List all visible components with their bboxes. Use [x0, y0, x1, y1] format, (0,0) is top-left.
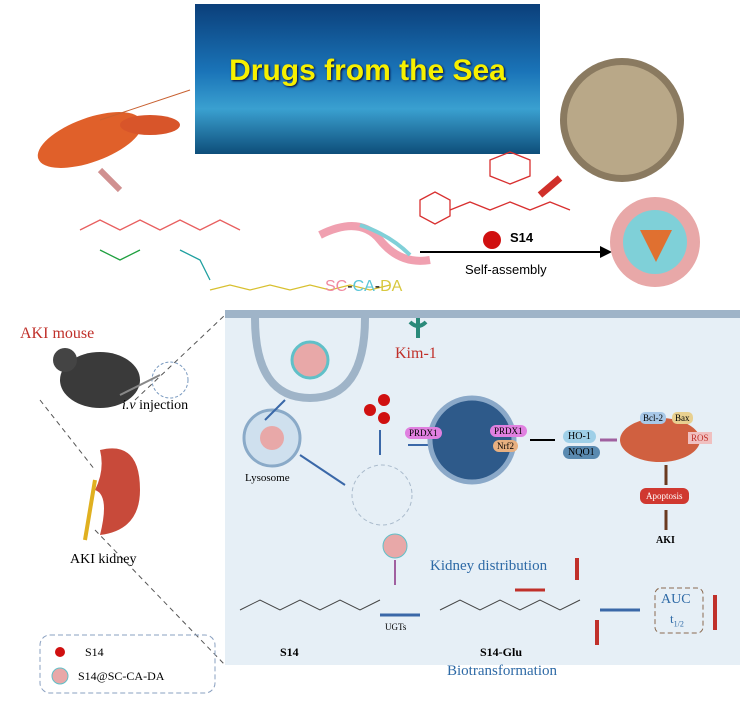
s14-glu-label: S14-Glu [480, 645, 523, 659]
pk-box [654, 587, 704, 634]
s14-structure-bottom [239, 599, 581, 611]
s14-bottom-label: S14 [280, 645, 299, 659]
ocean-banner: Drugs from the Sea [195, 4, 540, 154]
legend-nanoparticle-label: S14@SC-CA-DA [78, 669, 165, 683]
aki-mouse-label: AKI mouse [20, 325, 95, 342]
ros-label: ROS [688, 432, 712, 444]
cell-membrane [225, 310, 740, 318]
kidney-icon [83, 448, 140, 541]
shrimp-icon [37, 89, 191, 168]
apoptosis-label: Apoptosis [640, 488, 689, 504]
self-assembly-label: Self-assembly [465, 262, 547, 277]
carrier-polymer-icon [318, 222, 431, 265]
prdx1-free-label: PRDX1 [405, 427, 442, 439]
prdx1-nuclear-label: PRDX1 [490, 425, 527, 437]
injection-label: i.v injection [122, 398, 189, 413]
aki-label: AKI [656, 535, 675, 546]
banner-title: Drugs from the Sea [229, 54, 506, 87]
endocytosed-nanoparticle-icon [290, 340, 330, 380]
kidney-distribution-label: Kidney distribution [430, 558, 548, 574]
zoom-lines [39, 314, 226, 666]
nqo1-label: NQO1 [563, 446, 600, 459]
legend-nanoparticle-icon [51, 667, 69, 685]
s14-structure [419, 151, 571, 225]
legend-s14-label: S14 [85, 645, 104, 659]
bcl2-label: Bcl-2 [640, 412, 666, 424]
bax-label: Bax [672, 412, 693, 424]
half-life-label: t1/2 [670, 611, 684, 629]
lysosome-label: Lysosome [245, 472, 290, 484]
biotransformation-label: Biotransformation [447, 663, 557, 679]
s14-drug-icon [483, 231, 501, 249]
carrier-structure [79, 219, 391, 291]
s14-label: S14 [510, 230, 534, 245]
mitochondria-icon [620, 418, 700, 462]
shrimp-arrow [97, 167, 123, 193]
carrier-label: SC-CA-DA [325, 278, 403, 295]
ho1-label: HO-1 [563, 430, 596, 443]
nanoparticle-icon [610, 197, 700, 287]
dish-arrow [537, 175, 563, 198]
auc-label: AUC [661, 592, 691, 607]
aki-kidney-label: AKI kidney [70, 552, 137, 567]
petri-dish-icon [560, 58, 684, 182]
s14-molecules-icon [364, 394, 390, 424]
nrf2-label: Nrf2 [493, 440, 518, 452]
released-drug-cluster [351, 464, 413, 526]
syringe-icon [119, 374, 161, 396]
legend-s14-icon [55, 647, 65, 657]
ugts-label: UGTs [385, 622, 407, 632]
kim1-receptor-icon [408, 318, 428, 338]
kim1-label: Kim-1 [395, 345, 437, 362]
